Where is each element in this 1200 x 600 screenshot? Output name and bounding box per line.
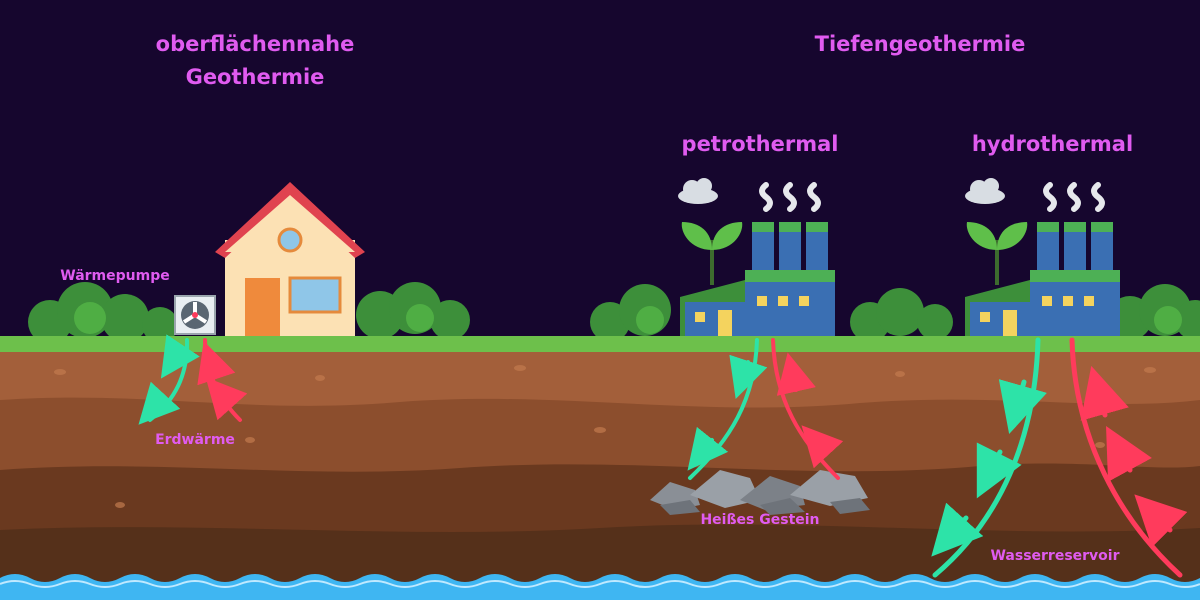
plant-icon: [681, 222, 1028, 285]
heat-pump-icon: [174, 295, 216, 335]
smoke-icon: [759, 182, 1105, 212]
sky: [0, 0, 1200, 340]
shallow-title-line1: oberflächennahe: [155, 32, 355, 56]
shallow-title-line2: Geothermie: [185, 65, 325, 89]
grass: [0, 336, 1200, 352]
bush-icon: [28, 282, 1200, 344]
factory-icon: [965, 222, 1120, 337]
heat-pump-label: Wärmepumpe: [60, 268, 170, 284]
petrothermal-label: petrothermal: [681, 132, 839, 156]
hot-rock-label: Heißes Gestein: [700, 512, 820, 528]
shallow-geothermal-title: oberflächennahe Geothermie: [120, 28, 390, 94]
heat-flow-shallow: [138, 334, 248, 425]
heat-flow-petrothermal: [687, 338, 844, 480]
rock-icon: [650, 470, 870, 515]
water-reservoir-label: Wasserreservoir: [990, 548, 1120, 564]
cloud-icon: [678, 178, 1005, 204]
ground-heat-label: Erdwärme: [155, 432, 235, 448]
deep-geothermal-title: Tiefengeothermie: [814, 32, 1026, 56]
water-layer: [0, 574, 1200, 600]
heat-flow-hydrothermal: [931, 337, 1188, 578]
hydrothermal-label: hydrothermal: [971, 132, 1134, 156]
factory-icon: [680, 222, 835, 337]
house-icon: [215, 182, 365, 337]
